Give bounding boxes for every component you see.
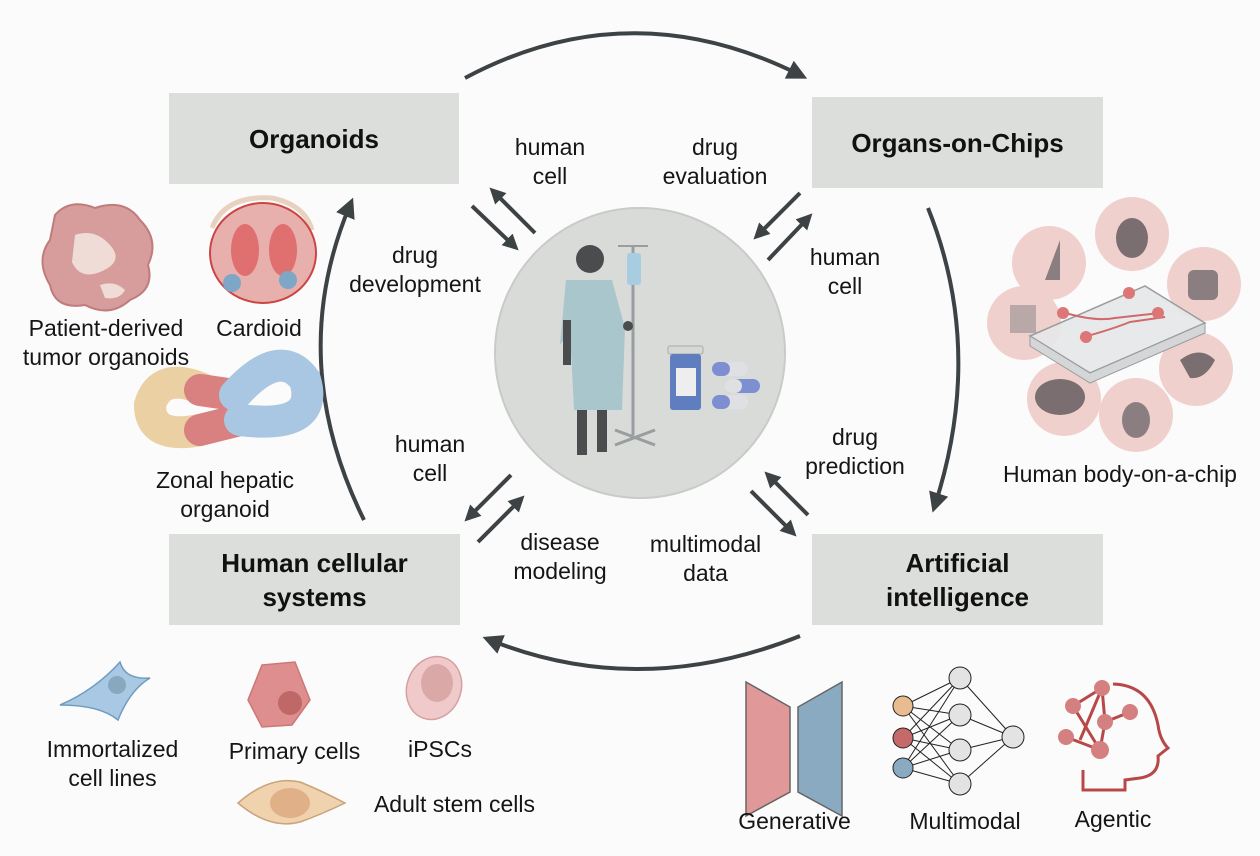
- immortalized-cell-icon: [59, 660, 151, 722]
- label-line: Generative: [738, 808, 851, 834]
- cycle-arrow-organoids-to-chips: [464, 31, 808, 80]
- label-cardioid: Cardioid: [205, 314, 313, 343]
- label-immortalized-cell-lines: Immortalized cell lines: [25, 735, 200, 793]
- cycle-arrow-cellular-to-organoids: [318, 197, 366, 521]
- label-line: cell: [532, 163, 568, 189]
- label-primary-cells: Primary cells: [212, 737, 377, 766]
- label-agentic: Agentic: [1058, 805, 1168, 834]
- label-line: cell: [827, 273, 863, 299]
- arrows-organoids-center: [470, 187, 537, 251]
- label-line: development: [349, 271, 481, 297]
- label-line: disease: [520, 529, 600, 555]
- patient-icon: [560, 245, 625, 455]
- label-line: multimodal: [649, 531, 762, 557]
- arrows-cellular-center: [464, 473, 525, 544]
- label-disease-modeling: disease modeling: [505, 528, 615, 586]
- label-drug-development: drug development: [330, 241, 500, 299]
- label-line: cell lines: [68, 765, 157, 791]
- label-multimodal: Multimodal: [890, 807, 1040, 836]
- label-line: Cardioid: [216, 315, 302, 341]
- arrows-ai-center: [749, 471, 810, 537]
- label-line: Adult stem cells: [373, 791, 536, 817]
- label-line: iPSCs: [408, 736, 472, 762]
- human-cellular-systems-title-line1: Human cellular: [221, 547, 408, 578]
- pill-bottle-icon: [667, 345, 704, 410]
- label-line: Immortalized: [46, 736, 179, 762]
- label-line: human: [514, 134, 586, 160]
- human-cellular-systems-title-line2: systems: [262, 581, 367, 612]
- label-line: Zonal hepatic: [155, 467, 295, 493]
- label-line: prediction: [805, 453, 905, 479]
- label-line: drug: [691, 134, 739, 160]
- label-line: Patient-derived: [28, 315, 184, 341]
- center-circle: [494, 207, 786, 499]
- organoids-title: Organoids: [248, 123, 379, 154]
- label-multimodal-data: multimodal data: [633, 530, 778, 588]
- artificial-intelligence-title-line1: Artificial: [905, 547, 1010, 578]
- label-line: cell: [412, 460, 448, 486]
- label-line: organoid: [180, 496, 270, 522]
- generative-icon: [745, 680, 843, 818]
- organoids-box: Organoids: [169, 93, 459, 184]
- label-ipscs: iPSCs: [395, 735, 485, 764]
- label-adult-stem-cells: Adult stem cells: [352, 790, 557, 819]
- artificial-intelligence-title-line2: intelligence: [885, 581, 1030, 612]
- ipsc-icon: [405, 655, 463, 721]
- organs-on-chips-box: Organs-on-Chips: [812, 97, 1103, 188]
- human-cellular-systems-box: Human cellular systems: [169, 534, 460, 625]
- label-line: modeling: [513, 558, 607, 584]
- iv-drip-icon: [614, 245, 656, 447]
- label-line: human: [394, 431, 466, 457]
- adult-stem-cell-icon: [236, 779, 347, 825]
- label-line: drug: [391, 242, 439, 268]
- label-drug-prediction: drug prediction: [795, 423, 915, 481]
- tumor-organoid-icon: [41, 203, 154, 312]
- label-cellular-human-cell: human cell: [385, 430, 475, 488]
- label-line: evaluation: [662, 163, 768, 189]
- label-organoids-human-cell: human cell: [505, 133, 595, 191]
- label-line: Agentic: [1074, 806, 1152, 832]
- agentic-head-icon: [1058, 680, 1171, 792]
- label-line: data: [683, 560, 728, 586]
- label-line: human: [809, 244, 881, 270]
- label-generative: Generative: [722, 807, 867, 836]
- primary-cell-icon: [247, 661, 311, 728]
- label-line: Primary cells: [228, 738, 361, 764]
- zonal-hepatic-organoid-icon: [133, 349, 324, 449]
- organs-on-chips-title: Organs-on-Chips: [851, 127, 1064, 158]
- label-line: Human body-on-a-chip: [1003, 461, 1237, 487]
- label-drug-evaluation: drug evaluation: [645, 133, 785, 191]
- cardioid-icon: [209, 195, 317, 304]
- label-line: drug: [831, 424, 879, 450]
- cycle-arrow-chips-to-ai: [926, 207, 961, 513]
- multimodal-network-icon: [892, 666, 1025, 796]
- arrows-chips-center: [753, 191, 813, 262]
- body-on-a-chip-icon: [987, 197, 1241, 452]
- label-line: Multimodal: [909, 808, 1021, 834]
- label-chips-human-cell: human cell: [800, 243, 890, 301]
- label-line: tumor organoids: [22, 344, 190, 370]
- artificial-intelligence-box: Artificial intelligence: [812, 534, 1103, 625]
- cycle-arrow-ai-to-cellular: [482, 634, 801, 672]
- label-zonal-hepatic-organoid: Zonal hepatic organoid: [140, 466, 310, 524]
- label-body-on-a-chip: Human body-on-a-chip: [980, 460, 1260, 489]
- label-tumor-organoids: Patient-derived tumor organoids: [0, 314, 212, 372]
- capsule-icon: [712, 362, 760, 409]
